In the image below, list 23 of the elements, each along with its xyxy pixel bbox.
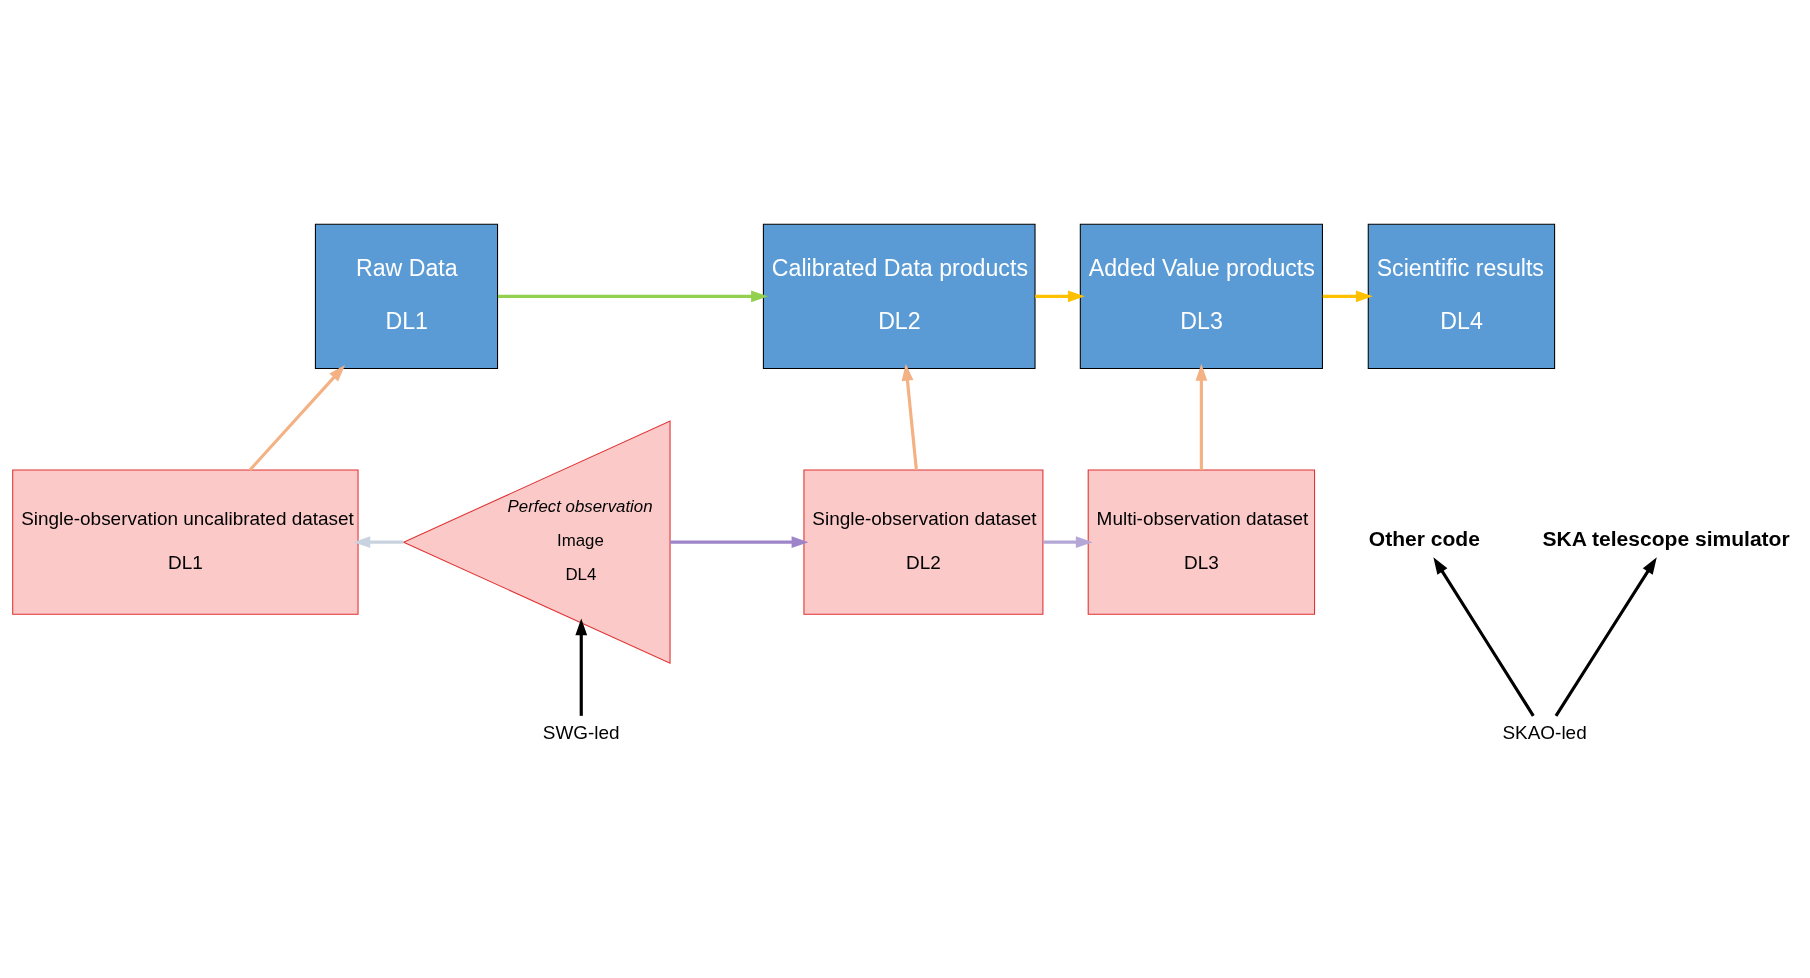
node-box: Multi-observation dataset DL3 [1087,469,1316,615]
arrow [1035,290,1085,303]
node-box: Scientific results DL4 [1367,223,1556,369]
node-box: Added Value products DL3 [1079,223,1323,369]
arrow [1433,557,1535,717]
arrow [353,536,404,549]
node-text: SWG-led [542,722,620,744]
node-text: Other code [1368,527,1480,551]
node-box: Single-observation uncalibrated dataset DL1 [12,469,359,615]
arrow [575,618,588,716]
arrow [1554,557,1657,717]
node-box: Calibrated Data products DL2 [762,223,1036,369]
arrow [901,363,918,471]
node-box: Raw Data DL1 [314,223,499,369]
arrow [1322,290,1373,303]
node-box: Single-observation dataset DL2 [803,469,1044,615]
arrow [670,536,809,549]
node-text: SKA telescope simulator [1542,527,1790,551]
node-text: SKAO-led [1502,722,1587,744]
arrow [1043,536,1093,549]
arrow [497,290,768,303]
arrow [248,365,346,472]
arrow [1195,363,1208,470]
